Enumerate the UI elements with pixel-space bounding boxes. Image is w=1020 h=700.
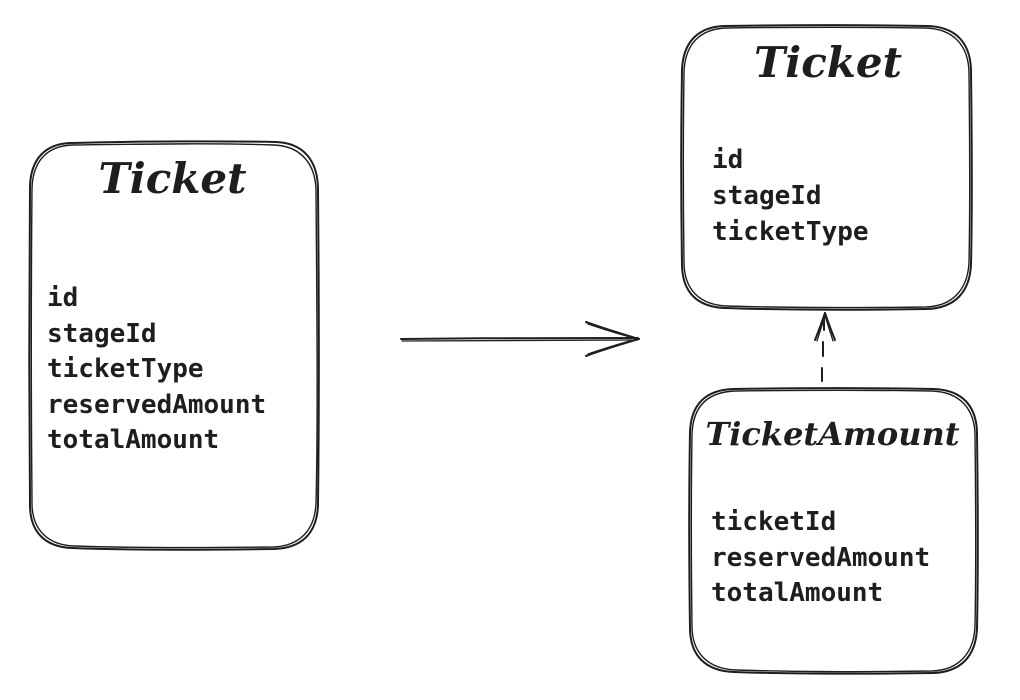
source-ticket-title: Ticket [98,154,247,203]
source-ticket-field-ticket-type: ticketType [47,354,204,384]
source-ticket-field-total-amount: totalAmount [47,425,220,455]
ticket-amount-field-reserved-amount: reservedAmount [711,542,931,573]
source-ticket-field-list: id stageId ticketType reservedAmount tot… [47,281,266,459]
dependency-arrow [814,312,836,382]
ticket-amount-box [688,387,979,675]
ticket-amount-field-list: ticketId reservedAmount totalAmount [711,505,930,612]
target-ticket-title: Ticket [753,38,902,87]
ticket-amount-title: TicketAmount [705,415,960,453]
target-ticket-field-list: id stageId ticketType [712,142,869,250]
target-ticket-field-ticket-type: ticketType [712,217,869,247]
ticket-amount-field-total-amount: totalAmount [711,578,884,608]
transform-arrow [400,321,640,357]
ticket-amount-field-ticket-id: ticketId [711,507,837,537]
source-ticket-field-reserved-amount: reservedAmount [47,389,267,420]
source-ticket-box [28,140,320,551]
source-ticket-field-stage-id: stageId [47,318,157,349]
target-ticket-field-id: id [712,145,744,175]
source-ticket-field-id: id [47,283,79,313]
target-ticket-field-stage-id: stageId [712,181,822,211]
target-ticket-box [680,24,973,311]
